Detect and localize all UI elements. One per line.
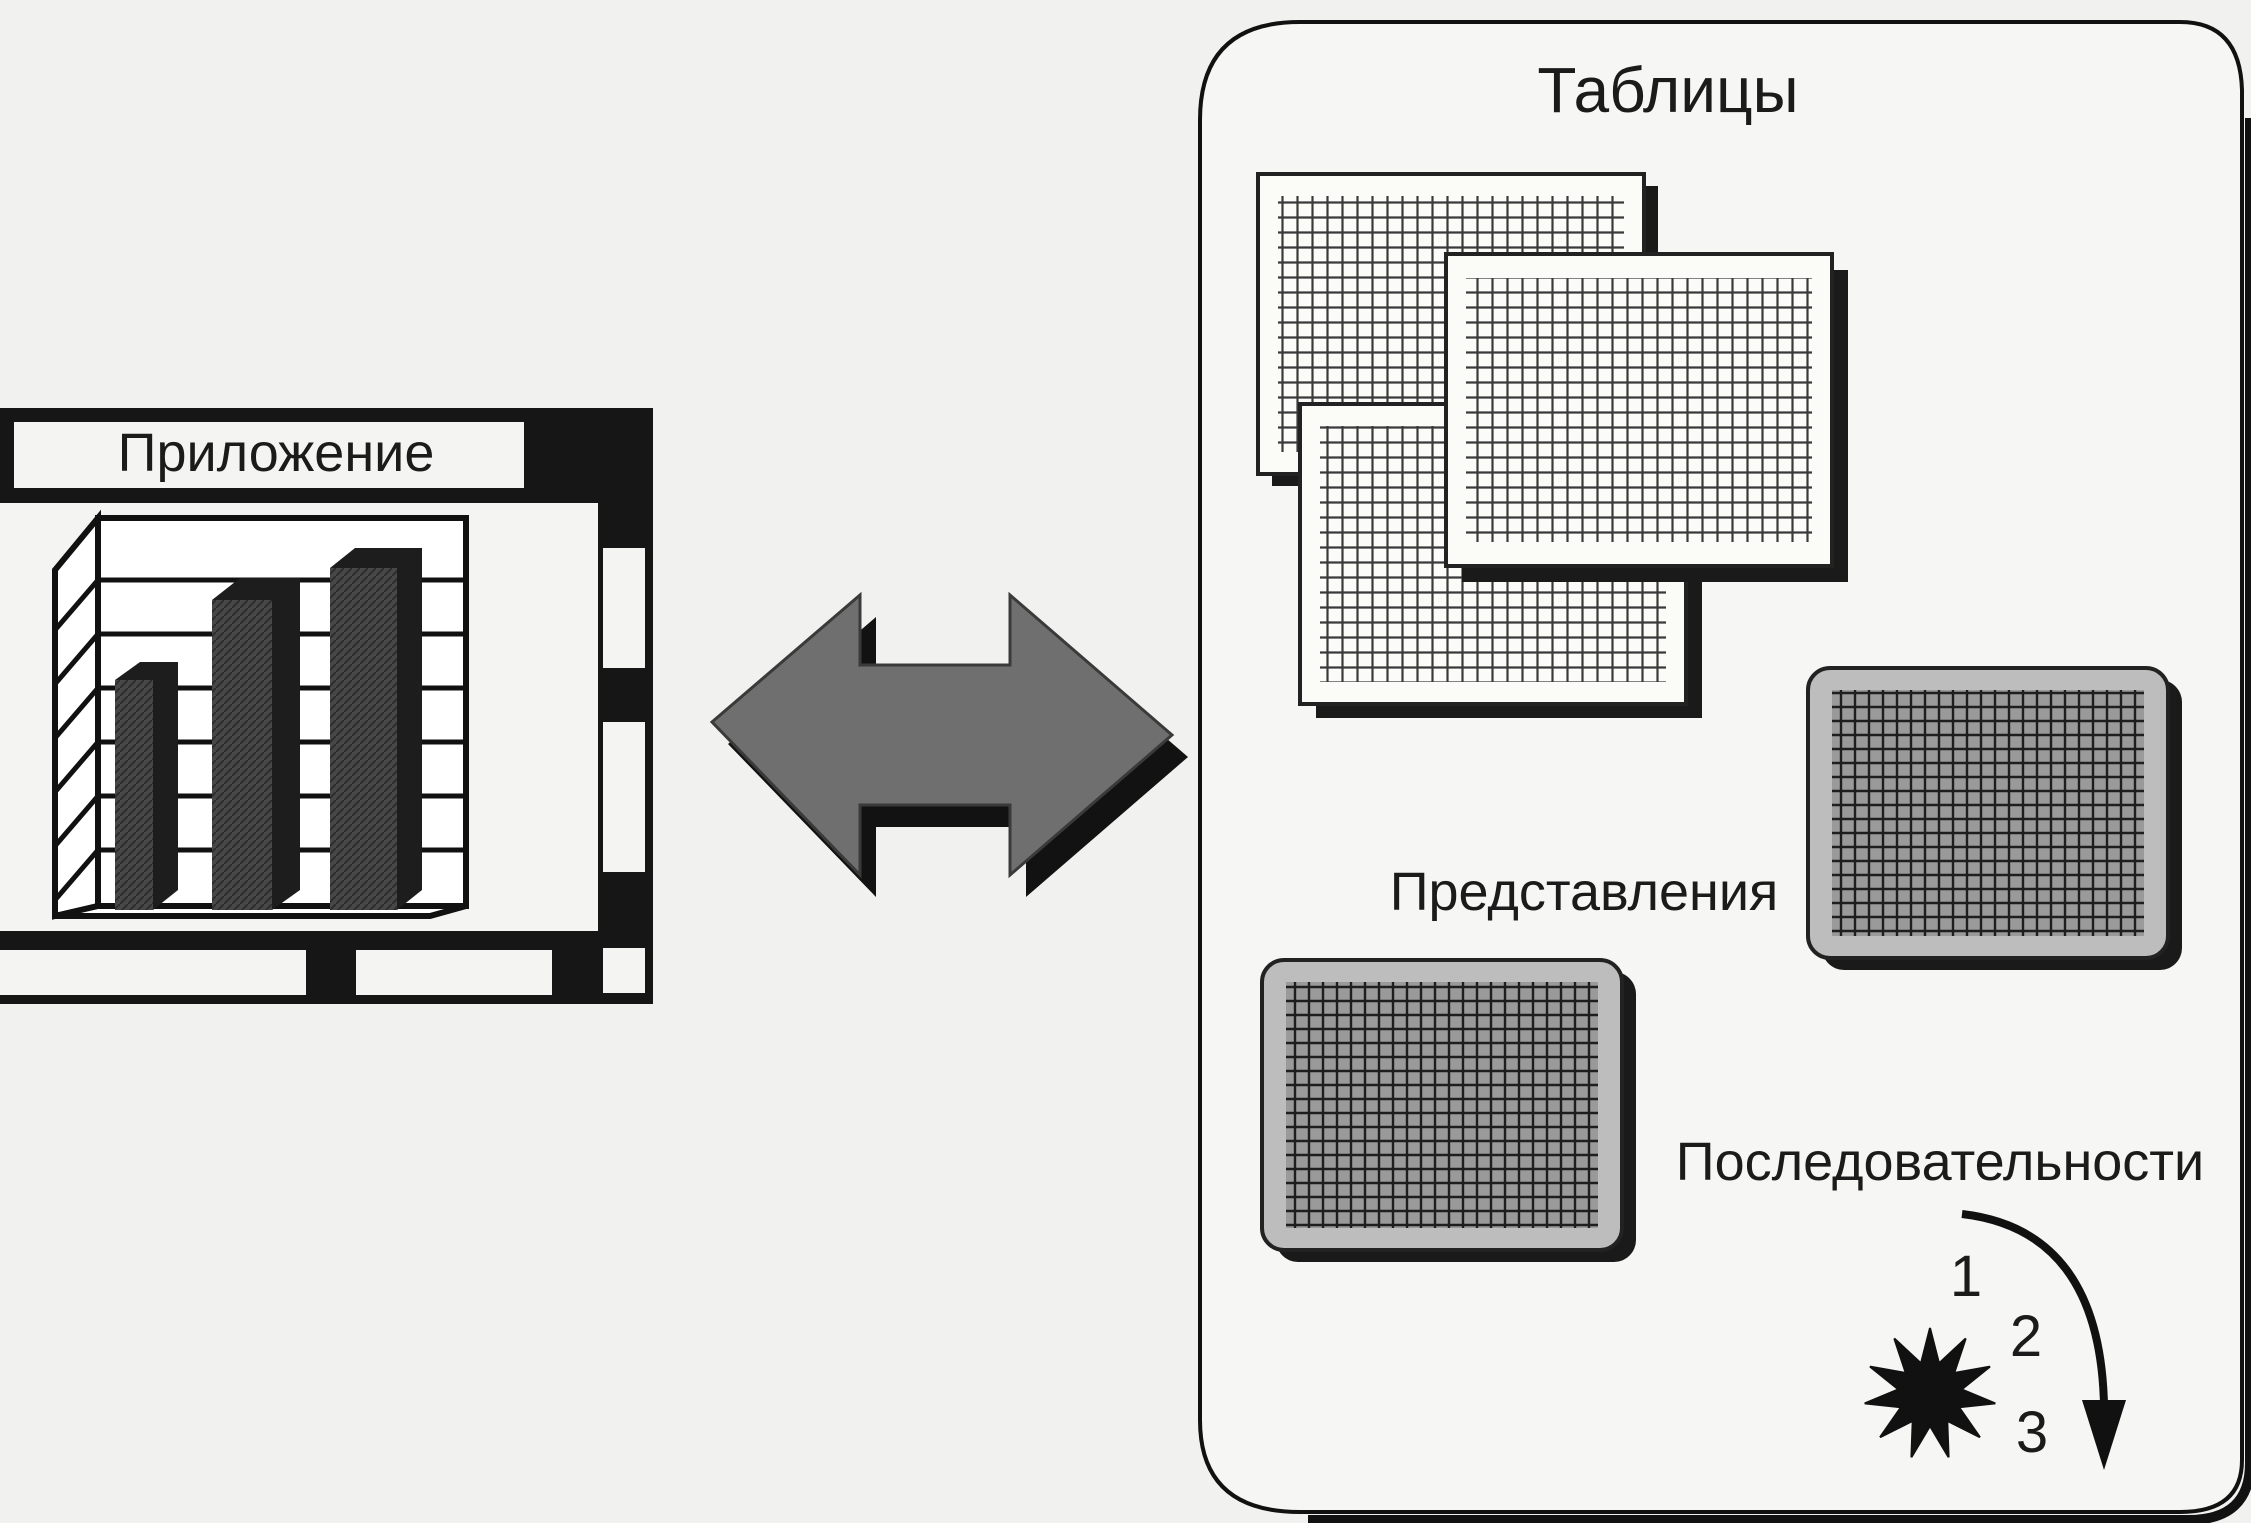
tables-stack-icon bbox=[1256, 172, 1848, 718]
sequence-number-3: 3 bbox=[2016, 1400, 2048, 1465]
view-icon-left bbox=[1260, 958, 1636, 1262]
chart-bar-short bbox=[115, 662, 178, 910]
chart-bar-medium bbox=[212, 578, 300, 910]
status-bar bbox=[0, 950, 552, 995]
tables-title: Таблицы bbox=[1537, 54, 1798, 126]
chart-bar-tall bbox=[330, 548, 422, 910]
table-sheet-front bbox=[1444, 252, 1848, 582]
application-label: Приложение bbox=[118, 423, 435, 483]
sequence-arrow-icon bbox=[1961, 1210, 2126, 1470]
starburst-icon bbox=[1864, 1327, 1996, 1458]
sequence-number-1: 1 bbox=[1950, 1244, 1982, 1309]
double-arrow-icon bbox=[709, 591, 1188, 897]
view-icon-right bbox=[1806, 666, 2182, 970]
sequences-label: Последовательности bbox=[1676, 1132, 2204, 1192]
views-label: Представления bbox=[1390, 862, 1779, 922]
application-window: Приложение bbox=[0, 408, 653, 1004]
sequence-numbers: 1 2 3 bbox=[1950, 1244, 2048, 1465]
database-container: Таблицы Представлен bbox=[1198, 20, 2251, 1523]
bar-chart-icon bbox=[52, 509, 469, 920]
sequence-number-2: 2 bbox=[2010, 1304, 2042, 1369]
window-titlebar bbox=[14, 422, 524, 488]
vertical-scrollbar bbox=[603, 548, 645, 993]
